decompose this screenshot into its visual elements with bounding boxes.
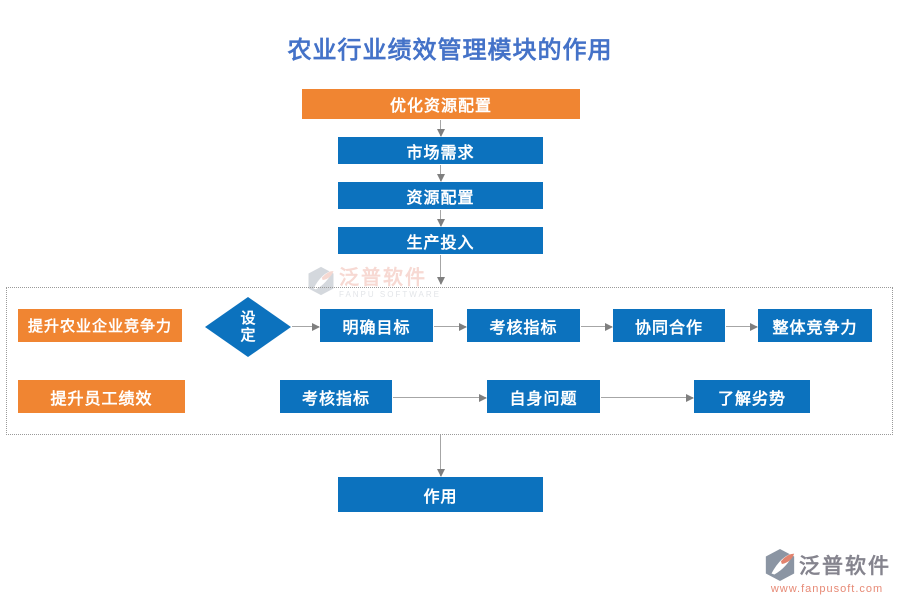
- panel-row2-label: 提升员工绩效: [18, 380, 185, 413]
- arrow-down-icon: [436, 210, 445, 227]
- fanpu-logo-icon: [765, 548, 795, 582]
- flow-box-optimize-resources: 优化资源配置: [302, 89, 580, 119]
- diamond-shape-icon: [205, 297, 291, 357]
- arrow-right-icon: [292, 322, 320, 331]
- logo-name: 泛普软件: [799, 555, 891, 578]
- flow-box-market-demand: 市场需求: [338, 137, 543, 164]
- arrow-down-icon: [436, 120, 445, 137]
- panel-row1-step-overall-competitiveness: 整体竞争力: [758, 309, 872, 342]
- arrow-right-icon: [601, 393, 694, 402]
- fanpu-logo: 泛普软件 www.fanpusoft.com: [763, 548, 891, 595]
- arrow-down-icon: [436, 165, 445, 182]
- detail-panel: [6, 287, 893, 435]
- page-title: 农业行业绩效管理模块的作用: [287, 38, 613, 64]
- panel-row1-step-clear-goals: 明确目标: [320, 309, 433, 342]
- decision-label: 设定: [240, 310, 256, 344]
- panel-row1-step-collaboration: 协同合作: [613, 309, 725, 342]
- result-box: 作用: [338, 477, 543, 512]
- logo-url: www.fanpusoft.com: [770, 583, 884, 595]
- panel-row2-step-assessment-metrics: 考核指标: [280, 380, 392, 413]
- decision-diamond: 设定: [204, 296, 292, 358]
- arrow-right-icon: [726, 322, 758, 331]
- flow-box-resource-allocation: 资源配置: [338, 182, 543, 209]
- panel-row1-step-assessment-metrics: 考核指标: [467, 309, 580, 342]
- panel-row1-label: 提升农业企业竞争力: [18, 309, 182, 342]
- arrow-down-icon: [436, 435, 445, 477]
- arrow-right-icon: [393, 393, 487, 402]
- panel-row2-step-own-problems: 自身问题: [487, 380, 600, 413]
- flow-box-production-input: 生产投入: [338, 227, 543, 254]
- arrow-right-icon: [434, 322, 467, 331]
- arrow-down-icon: [436, 255, 445, 285]
- panel-row2-step-know-weaknesses: 了解劣势: [694, 380, 810, 413]
- arrow-right-icon: [581, 322, 613, 331]
